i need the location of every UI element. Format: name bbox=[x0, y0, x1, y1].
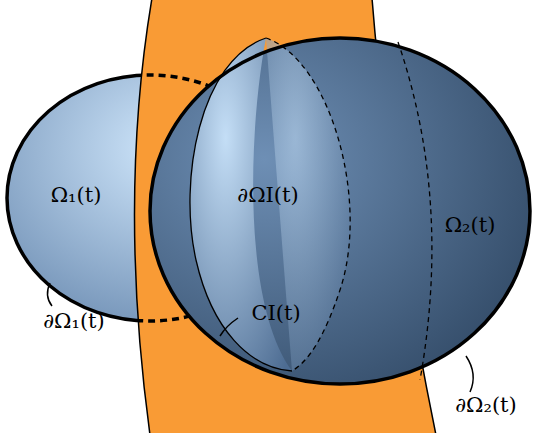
leader-line bbox=[220, 318, 238, 336]
boundary-label: ∂Ω₂(t) bbox=[455, 394, 517, 417]
leader-line bbox=[47, 283, 52, 306]
leader-line bbox=[466, 356, 473, 392]
domain-label: Ω₁(t) bbox=[51, 184, 102, 207]
curve-label: CI(t) bbox=[251, 302, 300, 325]
domain-label: Ω₂(t) bbox=[445, 214, 496, 237]
domain-two bbox=[150, 38, 530, 384]
domain-two-outline bbox=[150, 38, 530, 384]
interface-label: ∂ΩI(t) bbox=[237, 184, 298, 207]
boundary-label: ∂Ω₁(t) bbox=[43, 310, 105, 333]
band-trace bbox=[398, 42, 432, 380]
